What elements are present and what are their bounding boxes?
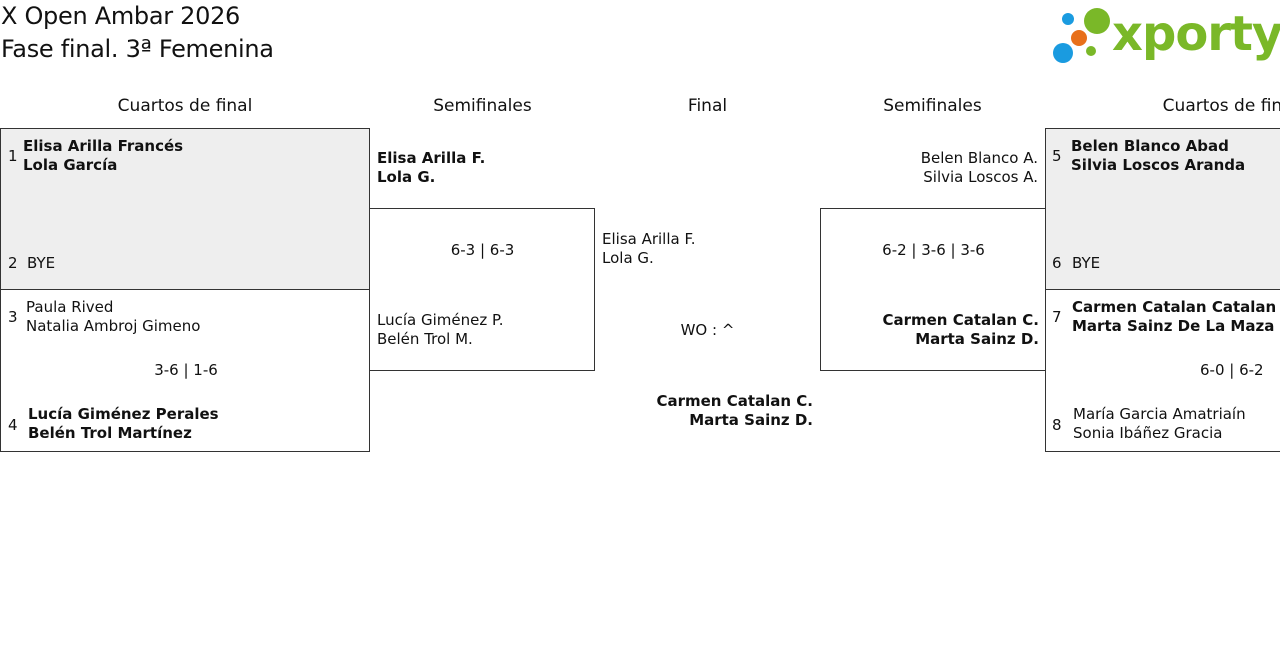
qf-match-2[interactable]: 3 Paula Rived Natalia Ambroj Gimeno 3-6 … <box>0 289 370 452</box>
qf-match-3[interactable]: 5 Belen Blanco Abad Silvia Loscos Aranda… <box>1045 128 1280 290</box>
logo-text: xporty <box>1112 6 1280 62</box>
logo-dots-icon <box>1053 8 1110 63</box>
page-title: X Open Ambar 2026 <box>1 2 241 30</box>
qf-match-1[interactable]: 1 Elisa Arilla Francés Lola García 2 BYE <box>0 128 370 290</box>
seed-number: 4 <box>8 416 18 434</box>
player-name: Lola G. <box>377 168 436 186</box>
match-score: 6-3 | 6-3 <box>450 241 515 259</box>
player-name: Natalia Ambroj Gimeno <box>26 317 201 335</box>
match-score: 6-0 | 6-2 <box>1200 361 1264 379</box>
page-subtitle: Fase final. 3ª Femenina <box>1 35 274 63</box>
player-name: María Garcia Amatriaín <box>1073 405 1246 423</box>
seed-number: 2 <box>8 254 18 272</box>
seed-number: 1 <box>8 147 18 165</box>
player-name: Lucía Giménez P. <box>377 311 504 329</box>
round-header-final: Final <box>687 96 728 116</box>
player-name: Lucía Giménez Perales <box>28 405 219 423</box>
player-name: Elisa Arilla F. <box>377 149 486 167</box>
player-name: Marta Sainz De La Maza Llanos <box>1072 317 1280 335</box>
player-name: Belén Trol M. <box>377 330 473 348</box>
seed-number: 8 <box>1052 416 1062 434</box>
player-name: Carmen Catalan Catalan <box>1072 298 1277 316</box>
player-name: Belen Blanco Abad <box>1071 137 1229 155</box>
player-name: Sonia Ibáñez Gracia <box>1073 424 1223 442</box>
round-header-sf-right: Semifinales <box>883 96 982 116</box>
round-header-qf-left: Cuartos de final <box>117 96 253 116</box>
sf-match-right[interactable]: 6-2 | 3-6 | 3-6 Carmen Catalan C. Marta … <box>820 208 1046 371</box>
round-header-sf-left: Semifinales <box>433 96 532 116</box>
player-name: Lola G. <box>602 249 654 267</box>
player-name: Marta Sainz D. <box>915 330 1039 348</box>
sf-match-left[interactable]: 6-3 | 6-3 Lucía Giménez P. Belén Trol M. <box>369 208 595 371</box>
player-name: Paula Rived <box>26 298 114 316</box>
player-name: Silvia Loscos Aranda <box>1071 156 1246 174</box>
player-name: Lola García <box>23 156 118 174</box>
seed-number: 6 <box>1052 254 1062 272</box>
match-score: 6-2 | 3-6 | 3-6 <box>882 241 985 259</box>
player-name: Belén Trol Martínez <box>28 424 192 442</box>
qf-match-4[interactable]: 7 Carmen Catalan Catalan Marta Sainz De … <box>1045 289 1280 452</box>
player-name: Belen Blanco A. <box>920 149 1038 167</box>
seed-number: 3 <box>8 308 18 326</box>
player-name: Marta Sainz D. <box>689 411 813 429</box>
player-name: Carmen Catalan C. <box>656 392 813 410</box>
seed-number: 7 <box>1052 308 1062 326</box>
xporty-logo[interactable]: xporty <box>1050 4 1280 68</box>
final-score: WO : ^ <box>680 321 735 339</box>
player-name: Silvia Loscos A. <box>923 168 1038 186</box>
player-name: Elisa Arilla Francés <box>23 137 184 155</box>
bye-label: BYE <box>27 254 56 272</box>
bye-label: BYE <box>1072 254 1101 272</box>
player-name: Elisa Arilla F. <box>602 230 696 248</box>
match-score: 3-6 | 1-6 <box>154 361 218 379</box>
player-name: Carmen Catalan C. <box>882 311 1039 329</box>
round-header-qf-right: Cuartos de final <box>1162 96 1280 116</box>
seed-number: 5 <box>1052 147 1062 165</box>
